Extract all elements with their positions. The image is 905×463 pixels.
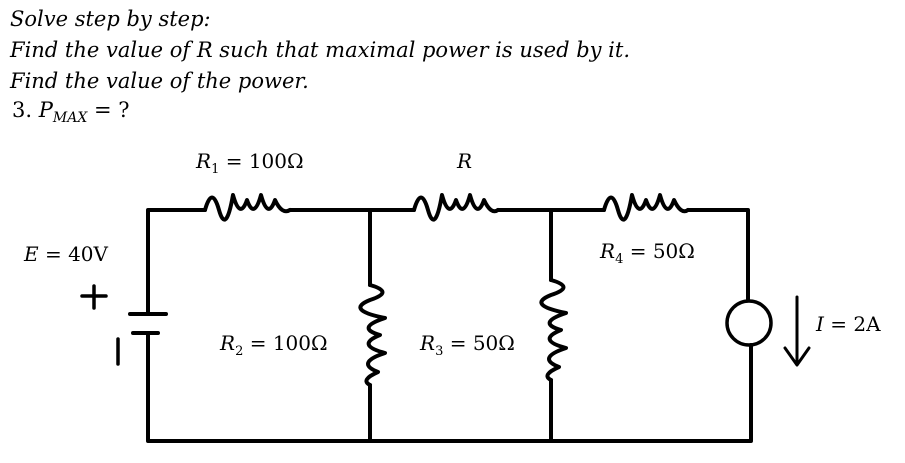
label-r1: R1 = 100Ω xyxy=(196,149,304,177)
task-line: Find the value of R such that maximal po… xyxy=(10,38,631,62)
question-rest: = ? xyxy=(87,98,130,122)
problem-statement: Solve step by step: Find the value of R … xyxy=(10,4,630,97)
wire xyxy=(368,208,553,443)
question-subscript: MAX xyxy=(52,110,88,127)
question-variable: P xyxy=(38,98,53,122)
question-number: 3. xyxy=(12,98,33,122)
resistor-r3 xyxy=(539,278,568,382)
question-pmax: 3. PMAX = ? xyxy=(12,98,130,126)
label-r2: R2 = 100Ω xyxy=(220,331,328,359)
label-r3: R3 = 50Ω xyxy=(420,331,515,359)
label-r: R xyxy=(457,149,473,173)
resistor-r1 xyxy=(203,193,292,222)
resistor-r2 xyxy=(358,283,387,387)
resistor-r xyxy=(412,193,500,222)
resistor-r4 xyxy=(602,193,690,222)
label-source-e: E = 40V xyxy=(24,242,108,266)
current-source xyxy=(725,299,773,347)
task-line: Find the value of the power. xyxy=(10,69,309,93)
wire xyxy=(146,208,750,302)
instruction-line: Solve step by step: xyxy=(10,7,211,31)
wire xyxy=(146,341,753,443)
plus-sign xyxy=(80,284,108,310)
label-r4: R4 = 50Ω xyxy=(600,239,695,267)
label-current-i: I = 2A xyxy=(816,312,881,336)
current-arrow xyxy=(783,295,811,367)
